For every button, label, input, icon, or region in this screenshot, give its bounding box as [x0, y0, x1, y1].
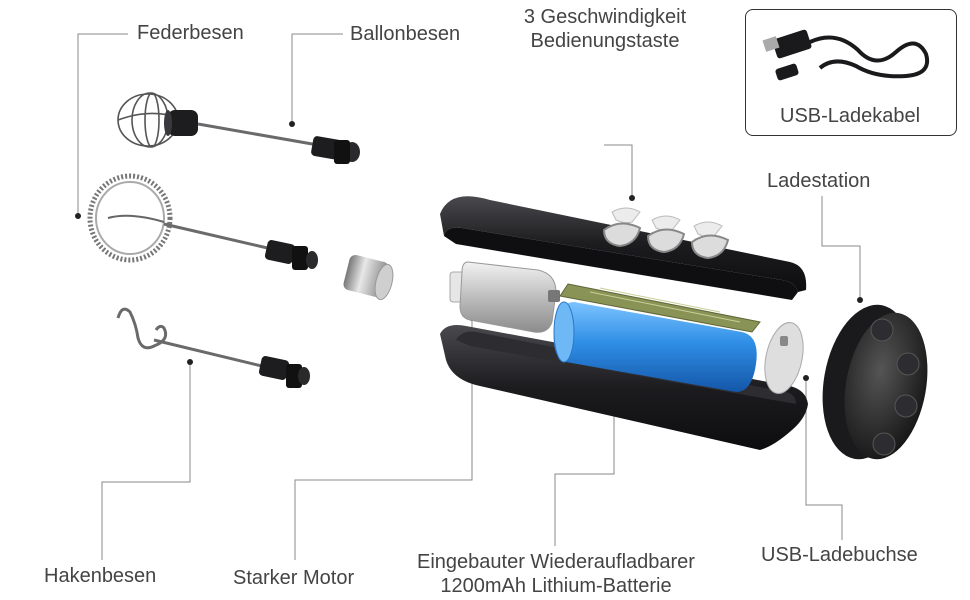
label-ballonbesen: Ballonbesen — [350, 23, 461, 45]
leader-lines — [77, 33, 861, 560]
leader-battery — [554, 362, 615, 546]
label-speed-button: 3 Geschwindigkeit Bedienungstaste — [517, 5, 693, 53]
label-battery: Eingebauter Wiederaufladbarer 1200mAh Li… — [405, 550, 707, 598]
leader-ballonbesen — [291, 33, 343, 124]
hook-whisk-icon — [116, 307, 310, 388]
usb-cable-box: USB-Ladekabel — [745, 9, 957, 136]
label-hakenbesen: Hakenbesen — [44, 565, 157, 587]
usb-port-icon — [764, 322, 804, 394]
leader-federbesen — [77, 33, 128, 216]
leader-button — [604, 144, 633, 198]
label-speed-button-line2: Bedienungstaste — [530, 30, 680, 52]
leader-ladestation — [821, 196, 861, 300]
battery-icon — [553, 301, 757, 392]
label-battery-line1: Eingebauter Wiederaufladbarer — [417, 551, 695, 573]
motor-icon — [449, 261, 560, 333]
usb-cable-icon — [762, 29, 929, 81]
label-motor: Starker Motor — [233, 567, 355, 589]
leader-hakenbesen — [101, 362, 191, 560]
leader-motor — [294, 318, 473, 560]
usb-cable-label: USB-Ladekabel — [780, 105, 921, 127]
label-battery-line2: 1200mAh Lithium-Batterie — [440, 575, 672, 597]
metal-coupler-icon — [343, 254, 394, 301]
spring-whisk-icon — [87, 173, 318, 270]
speed-buttons-icon — [602, 207, 730, 260]
label-speed-button-line1: 3 Geschwindigkeit — [523, 6, 687, 28]
label-federbesen: Federbesen — [137, 22, 244, 44]
balloon-whisk-icon — [117, 92, 360, 164]
circuit-board-icon — [559, 283, 761, 333]
charging-station-icon — [822, 304, 928, 460]
leader-usb-port — [805, 380, 843, 540]
housing-top-icon — [440, 196, 807, 300]
label-usb-port: USB-Ladebuchse — [761, 544, 918, 566]
label-ladestation: Ladestation — [767, 170, 871, 192]
